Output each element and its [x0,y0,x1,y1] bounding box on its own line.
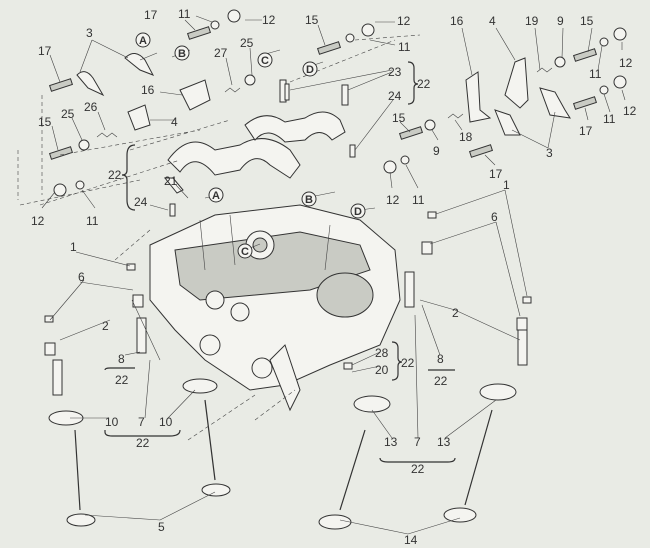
part-label: 17 [489,167,503,181]
part-label: 21 [164,174,178,188]
part-label: 12 [386,193,400,207]
part-label: 12 [397,14,411,28]
part-label: 28 [375,346,389,360]
part-label: 15 [392,111,406,125]
callout-C: C [241,246,249,258]
part-label: 22 [115,373,129,387]
part-label: 17 [144,8,158,22]
braces [104,61,456,463]
callout-B: B [178,48,186,60]
part-label: 19 [525,14,539,28]
cylinder-head [149,204,401,412]
part-label: 24 [134,195,148,209]
callout-A: A [212,190,220,202]
part-label: 6 [491,210,498,224]
part-label: 9 [557,14,564,28]
part-label: 17 [579,124,593,138]
part-label: 22 [434,374,448,388]
callout-circles: A B C D A B C D [135,32,366,259]
part-label: 7 [414,435,421,449]
part-label: 25 [61,107,75,121]
part-label: 4 [171,115,178,129]
part-label: 11 [178,7,191,21]
callout-B: B [305,194,313,206]
part-labels: 17 3 17 11 12 27 25 16 26 25 15 4 22 21 … [31,7,637,547]
part-label: 2 [452,306,459,320]
part-label: 22 [136,436,150,450]
part-label: 15 [305,13,319,27]
part-label: 12 [623,104,637,118]
part-label: 26 [84,100,98,114]
part-label: 13 [437,435,451,449]
part-label: 22 [108,168,122,182]
part-label: 11 [412,193,425,207]
part-label: 22 [411,462,425,476]
part-label: 2 [102,319,109,333]
part-label: 12 [31,214,45,228]
part-label: 11 [603,112,616,126]
part-label: 10 [159,415,173,429]
part-label: 1 [70,240,77,254]
callout-D: D [354,206,362,218]
callout-C: C [261,55,269,67]
part-label: 13 [384,435,398,449]
part-label: 9 [433,144,440,158]
part-label: 10 [105,415,119,429]
part-label: 23 [388,65,402,79]
part-label: 25 [240,36,254,50]
part-label: 22 [417,77,431,91]
part-label: 3 [546,146,553,160]
part-label: 11 [398,40,411,54]
part-label: 11 [589,67,602,81]
rocker-parts [48,9,627,197]
part-label: 5 [158,520,165,534]
part-label: 24 [388,89,402,103]
part-label: 11 [86,214,99,228]
callout-A: A [139,35,147,47]
part-label: 12 [619,56,633,70]
part-label: 16 [450,14,464,28]
part-label: 15 [580,14,594,28]
camshaft-caps [163,79,356,217]
part-label: 8 [437,352,444,366]
part-label: 14 [404,533,418,547]
part-label: 20 [375,363,389,377]
part-label: 22 [401,356,415,370]
part-label: 7 [138,415,145,429]
part-label: 6 [78,270,85,284]
part-label: 17 [38,44,52,58]
part-label: 27 [214,46,228,60]
part-label: 12 [262,13,276,27]
valves [44,211,532,530]
part-label: 15 [38,115,52,129]
part-label: 1 [503,178,510,192]
part-label: 4 [489,14,496,28]
part-label: 8 [118,352,125,366]
part-label: 16 [141,83,155,97]
callout-D: D [306,64,314,76]
part-label: 18 [459,130,473,144]
part-label: 3 [86,26,93,40]
